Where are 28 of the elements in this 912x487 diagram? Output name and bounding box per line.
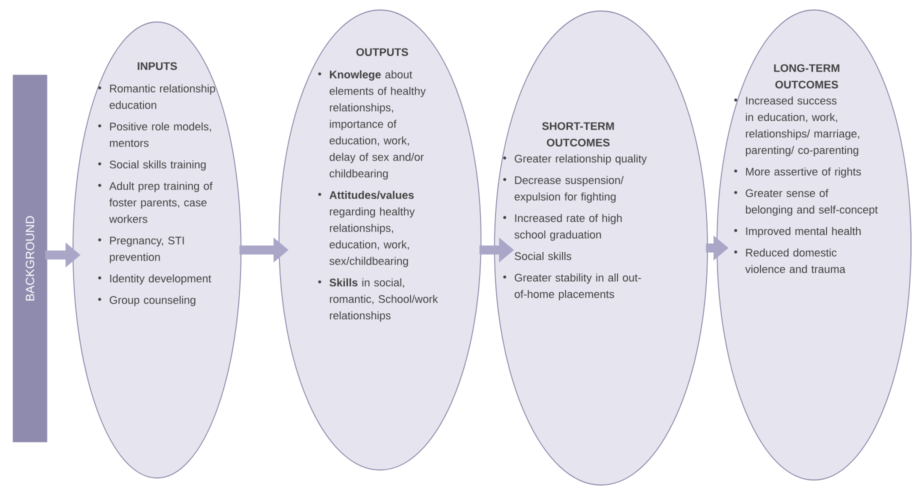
bullet-item: Pregnancy, STI prevention [98,236,184,264]
bullet-item: Knowlege about elements of healthy relationships, importance of education, work, delay of sex and/or childbearing [318,70,426,180]
bullet-item: Positive role models, mentors [98,122,211,147]
heading: LONG-TERM OUTCOMES [774,64,840,88]
oval [716,10,912,480]
heading: SHORT-TERM OUTCOMES [542,122,614,146]
bullet-item: Skills in social, romantic, School/work relationships [318,278,438,322]
oval [494,10,708,486]
bullet-item: Adult prep training of foster parents, case workers [98,182,213,223]
bullet-item: Romantic relationship education [98,84,216,109]
oval [278,10,482,470]
heading: INPUTS [138,62,177,70]
background-bar: BACKGROUND [12,74,48,442]
bullet-item: Reduced domestic violence and trauma [734,248,846,274]
bullet-item: Greater relationship quality [503,154,647,165]
bullet-item: Attitudes/values regarding healthy relationships, education, work, sex/childbearing [318,190,415,268]
heading: OUTPUTS [356,48,408,56]
bullet-item: Increased rate of high school graduation [503,214,622,241]
oval [72,22,242,478]
bullet-item: Identity development [98,274,212,285]
bullet-item: Group counseling [98,296,196,306]
bullet-item: Improved mental health [734,226,861,238]
bullet-item: More assertive of rights [734,167,861,178]
bullet-item: Social skills training [98,160,206,171]
bullet-item: Greater stability in all out-of-home placements [503,273,641,300]
bullet-item: Increased success in education, work, relationships/ marriage, parenting/ co-parenting [734,96,860,156]
bullet-item: Decrease suspension/ expulsion for fighting [503,176,624,203]
bullet-item: Greater sense of belonging and self-concept [734,189,878,216]
